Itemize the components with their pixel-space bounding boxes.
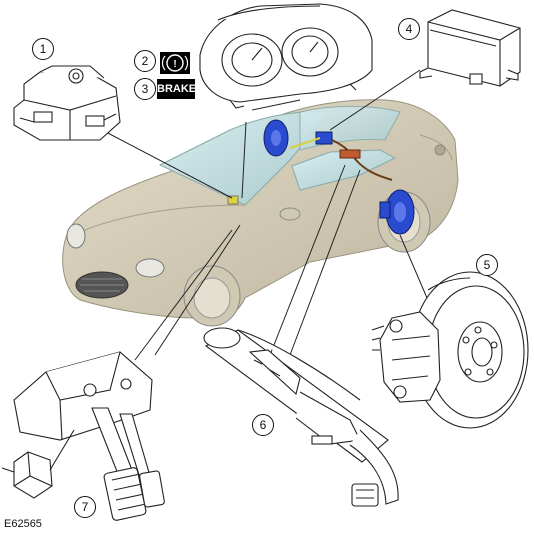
leader-lines [101, 69, 431, 361]
callout-2: 2 [134, 50, 156, 72]
callout-3: 3 [134, 78, 156, 100]
callout-1: 1 [32, 38, 54, 60]
figure-id: E62565 [4, 518, 42, 530]
svg-text:!: ! [173, 59, 176, 70]
park-brake-warning-icon: ! [160, 52, 190, 74]
component-7-illustration [1, 351, 165, 521]
callout-5: 5 [476, 254, 498, 276]
component-6-illustration [203, 327, 399, 507]
component-1-illustration [13, 65, 121, 141]
callout-7: 7 [74, 496, 96, 518]
callout-4: 4 [398, 18, 420, 40]
brake-components-on-car [227, 119, 415, 235]
component-4-illustration [419, 9, 521, 87]
instrument-cluster-illustration [199, 3, 373, 109]
callout-6: 6 [252, 414, 274, 436]
brake-warning-label: BRAKE [157, 79, 196, 99]
component-5-illustration [371, 271, 529, 429]
